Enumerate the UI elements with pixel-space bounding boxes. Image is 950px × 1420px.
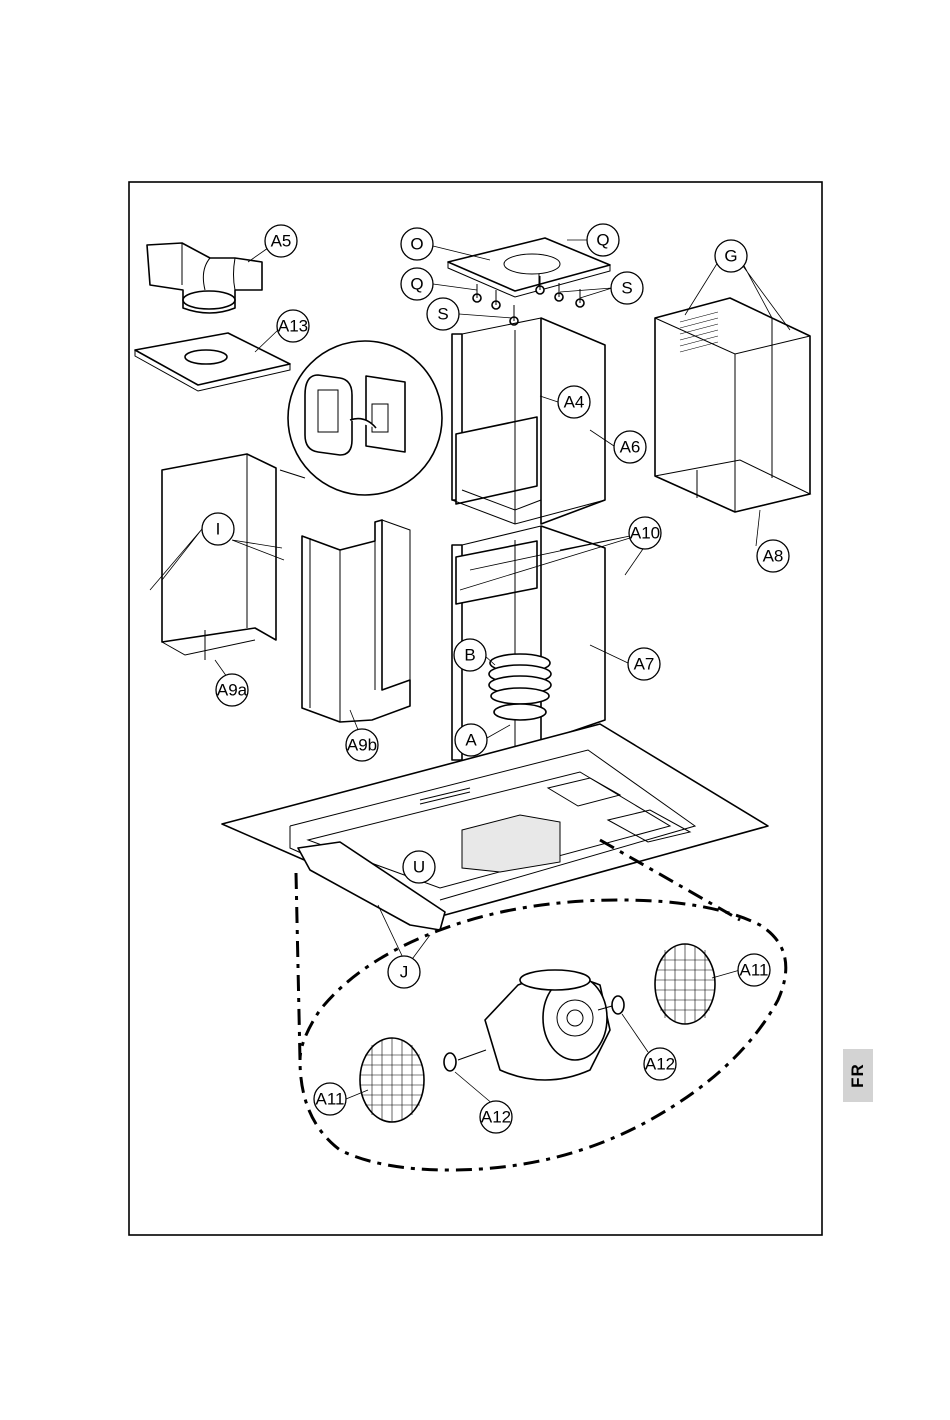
callout-a9b-label: A9b: [347, 736, 377, 755]
callout-a9b: A9b: [346, 729, 378, 761]
left-chimney-panel-part: [162, 454, 276, 660]
callout-a-label: A: [465, 731, 477, 750]
fan-filter-right-part: [655, 944, 715, 1024]
callout-q-top-label: Q: [596, 231, 609, 250]
callout-j: J: [388, 956, 420, 988]
callout-q-top: Q: [587, 224, 619, 256]
callout-a12-right: A12: [644, 1048, 676, 1080]
callout-a7-label: A7: [634, 655, 655, 674]
callout-a12-left: A12: [480, 1101, 512, 1133]
callout-i-label: I: [216, 520, 221, 539]
callout-b-label: B: [464, 646, 475, 665]
callout-g: G: [715, 240, 747, 272]
callout-g-label: G: [724, 247, 737, 266]
upper-frame-part: [452, 318, 605, 524]
ceiling-bracket-part: [448, 238, 610, 297]
duct-adapter-part: [147, 243, 262, 313]
callout-a6-label: A6: [620, 438, 641, 457]
language-tab: FR: [843, 1049, 873, 1102]
callout-s-right-label: S: [621, 279, 632, 298]
upper-chimney-part: [655, 298, 810, 512]
callout-a11-right: A11: [738, 954, 770, 986]
callout-a11-left-label: A11: [316, 1090, 345, 1109]
zoom-detail: [280, 341, 442, 495]
callout-s-left-label: S: [437, 305, 448, 324]
duct-connectors-part: [489, 654, 551, 720]
callout-a7: A7: [628, 648, 660, 680]
callout-i: I: [202, 513, 234, 545]
callout-a9a: A9a: [216, 674, 248, 706]
callout-a8: A8: [757, 540, 789, 572]
callout-a12-left-label: A12: [481, 1108, 511, 1127]
callout-s-left: S: [427, 298, 459, 330]
middle-chimney-panel-part: [302, 520, 410, 722]
callout-a6: A6: [614, 431, 646, 463]
mounting-plate-part: [135, 333, 290, 391]
callout-a: A: [455, 724, 487, 756]
callout-s-right: S: [611, 272, 643, 304]
blower-motor-part: [485, 970, 610, 1080]
language-tab-label: FR: [843, 1049, 873, 1102]
callout-a10-label: A10: [630, 524, 660, 543]
callout-o-label: O: [410, 235, 423, 254]
callout-a8-label: A8: [763, 547, 784, 566]
callout-a5-label: A5: [271, 232, 292, 251]
callout-u-label: U: [413, 858, 425, 877]
callout-q-left-label: Q: [410, 275, 423, 294]
callout-b: B: [454, 639, 486, 671]
callout-a13: A13: [277, 310, 309, 342]
callout-q-left: Q: [401, 268, 433, 300]
fan-filter-left-part: [360, 1038, 424, 1122]
callout-a9a-label: A9a: [217, 681, 248, 700]
callout-a4: A4: [558, 386, 590, 418]
callout-a5: A5: [265, 225, 297, 257]
callout-j-label: J: [400, 963, 409, 982]
callout-u: U: [403, 851, 435, 883]
callout-o: O: [401, 228, 433, 260]
callout-a10: A10: [629, 517, 661, 549]
callout-a11-left: A11: [314, 1083, 346, 1115]
callout-a12-right-label: A12: [645, 1055, 675, 1074]
hood-body-part: [222, 724, 768, 930]
callout-a13-label: A13: [278, 317, 308, 336]
callout-a4-label: A4: [564, 393, 585, 412]
callout-a11-right-label: A11: [740, 961, 769, 980]
